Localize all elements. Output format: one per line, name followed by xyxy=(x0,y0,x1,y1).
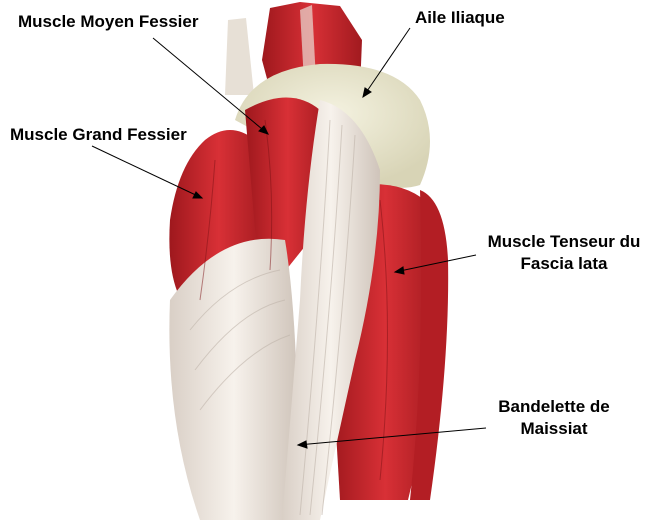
label-tenseur-line2: Fascia lata xyxy=(476,253,652,275)
label-bandelette-line2: Maissiat xyxy=(486,418,622,440)
label-moyen-fessier: Muscle Moyen Fessier xyxy=(18,11,198,33)
label-bandelette-line1: Bandelette de xyxy=(486,396,622,418)
label-tenseur-line1: Muscle Tenseur du xyxy=(476,231,652,253)
fascia-sheet-left xyxy=(169,239,298,520)
label-grand-fessier: Muscle Grand Fessier xyxy=(10,124,187,146)
label-bandelette: Bandelette de Maissiat xyxy=(486,396,622,440)
label-tenseur: Muscle Tenseur du Fascia lata xyxy=(476,231,652,275)
label-aile-iliaque: Aile Iliaque xyxy=(415,7,505,29)
